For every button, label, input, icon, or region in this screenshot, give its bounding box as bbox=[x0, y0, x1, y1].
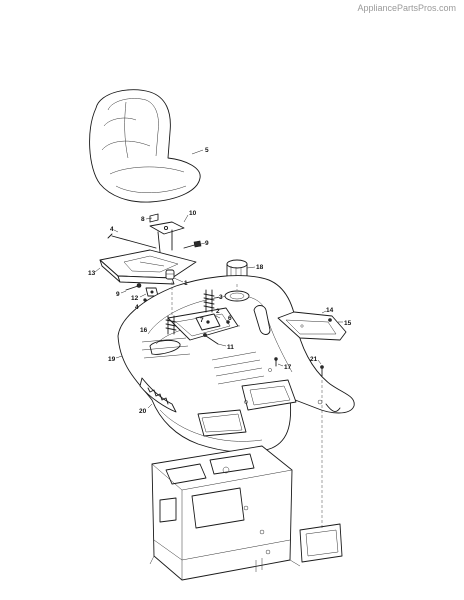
callout-side-panel: 14 bbox=[326, 307, 334, 314]
seat-bracket-part bbox=[149, 213, 185, 253]
callout-pan-16: 16 bbox=[140, 327, 148, 334]
pan-plate-part bbox=[195, 313, 221, 331]
callout-pan-bolt: 11 bbox=[227, 344, 234, 351]
callout-spring-small: 8 bbox=[141, 216, 145, 223]
watermark: AppliancePartsPros.com bbox=[357, 3, 456, 13]
callout-bumper: 20 bbox=[139, 408, 147, 415]
screw-21-part bbox=[320, 365, 324, 377]
callout-fuel-cap: 18 bbox=[256, 264, 264, 271]
callout-panel-screw: 15 bbox=[344, 320, 352, 327]
callout-seat: 5 bbox=[205, 147, 209, 154]
callout-pan-plate: 2 bbox=[216, 308, 220, 315]
callout-pan-springs: 3 bbox=[219, 294, 223, 301]
seat-plate-part bbox=[99, 249, 197, 285]
bumper-part bbox=[139, 377, 177, 413]
callout-bolt-right: 9 bbox=[205, 240, 209, 247]
callout-rod: 4 bbox=[110, 226, 114, 233]
bolt-right-part bbox=[183, 240, 202, 249]
callout-pan-6: 6 bbox=[228, 315, 232, 322]
pan-springs-part bbox=[165, 289, 215, 335]
callout-screw-21: 21 bbox=[310, 356, 318, 363]
rod-part bbox=[107, 233, 157, 249]
frame-part bbox=[149, 445, 343, 581]
callout-pin: 4 bbox=[135, 304, 139, 311]
callout-pan-7: 7 bbox=[200, 317, 204, 324]
seat-part bbox=[89, 89, 201, 203]
bolt-left-part bbox=[125, 283, 142, 291]
callout-plate: 13 bbox=[88, 270, 96, 277]
knob-small-part bbox=[165, 269, 175, 280]
callout-screw-17: 17 bbox=[284, 364, 292, 371]
body-fender-part bbox=[117, 275, 355, 453]
callout-knob-small: 1 bbox=[184, 280, 188, 287]
side-panel-part bbox=[277, 311, 347, 341]
callout-bracket-top: 10 bbox=[189, 210, 197, 217]
callout-clip: 12 bbox=[131, 295, 139, 302]
pan-bolt-part bbox=[203, 320, 230, 345]
callout-body: 19 bbox=[108, 356, 116, 363]
callout-bolt-left: 9 bbox=[116, 291, 120, 298]
screw-17-part bbox=[274, 357, 278, 367]
